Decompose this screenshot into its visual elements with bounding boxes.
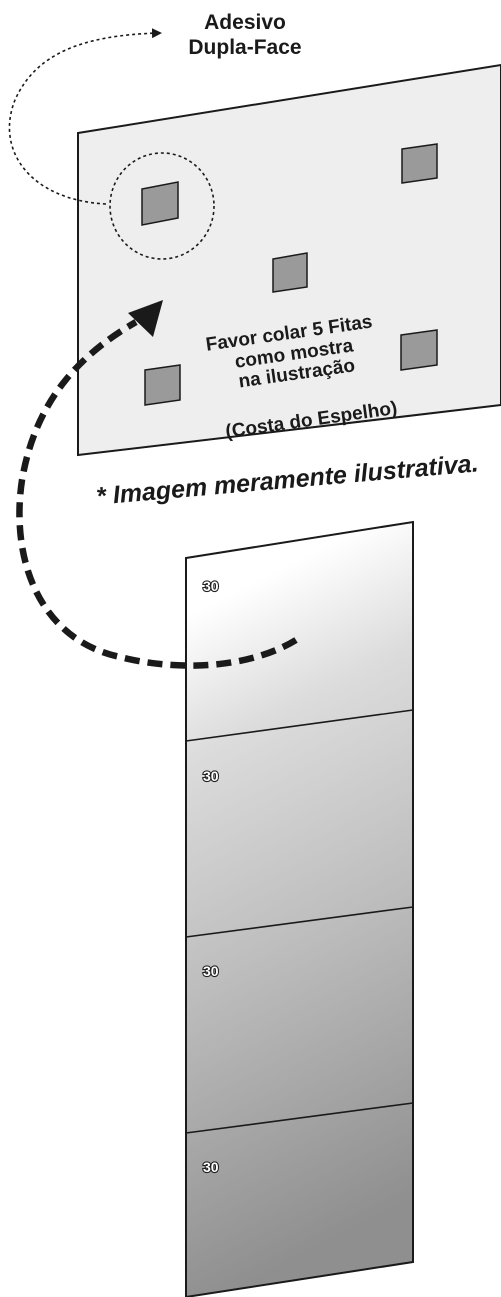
tape-top-right [401,143,438,184]
label-pointer-arrow [8,28,162,205]
tape-top-left [141,181,179,226]
placement-arrow-curve [16,319,298,669]
panel-divider-2 [185,906,414,938]
tape-bottom-right [400,329,438,371]
panel-mark-2: 30 [203,768,219,784]
disclaimer-text: * Imagem meramente ilustrativa. [95,449,479,510]
mirror-front-surface [185,520,414,1297]
placement-arrow-head [128,300,163,337]
panel-divider-3 [185,1102,414,1134]
adhesive-label-line1: Adesivo [204,11,286,34]
mirror-front: 30 30 30 30 [185,520,414,1297]
tape-highlight-circle [109,152,215,260]
tape-center [272,252,308,293]
panel-mark-4: 30 [203,1159,219,1175]
panel-mark-1: 30 [203,578,219,594]
adhesive-label-line2: Dupla-Face [188,36,301,59]
panel-mark-3: 30 [203,963,219,979]
panel-divider-1 [185,709,414,742]
tape-bottom-left [144,364,181,406]
